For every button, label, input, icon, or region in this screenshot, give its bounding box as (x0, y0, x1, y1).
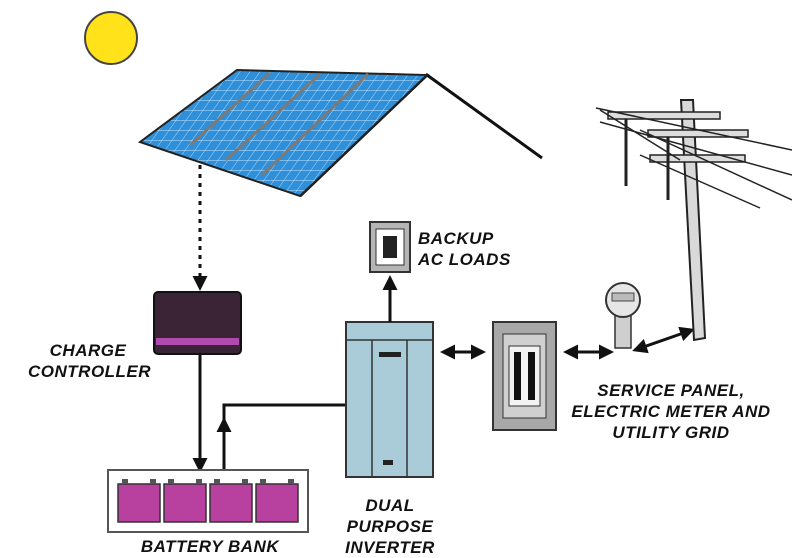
service-panel-label: SERVICE PANEL, ELECTRIC METER AND UTILIT… (571, 381, 771, 442)
battery-cell (209, 479, 253, 523)
battery-cell (163, 479, 207, 523)
electric-meter (605, 282, 641, 349)
meter-pole-wire (632, 326, 695, 354)
solar-panel (137, 68, 430, 198)
battery-to-inverter-wire (222, 403, 346, 472)
backup-loads-box (369, 221, 411, 273)
battery-cell (117, 479, 161, 523)
charge-controller (153, 291, 242, 355)
battery-bank-label: BATTERY BANK (140, 537, 280, 556)
inverter-label: DUAL PURPOSE INVERTER (345, 496, 435, 557)
utility-pole (595, 99, 792, 342)
charge-controller-label: CHARGE CONTROLLER (28, 341, 152, 381)
battery-cell (255, 479, 299, 523)
inverter (345, 321, 434, 478)
sun-icon (84, 11, 138, 65)
battery-cells (117, 479, 299, 523)
backup-loads-label: BACKUP AC LOADS (418, 229, 511, 269)
service-panel (492, 321, 557, 431)
